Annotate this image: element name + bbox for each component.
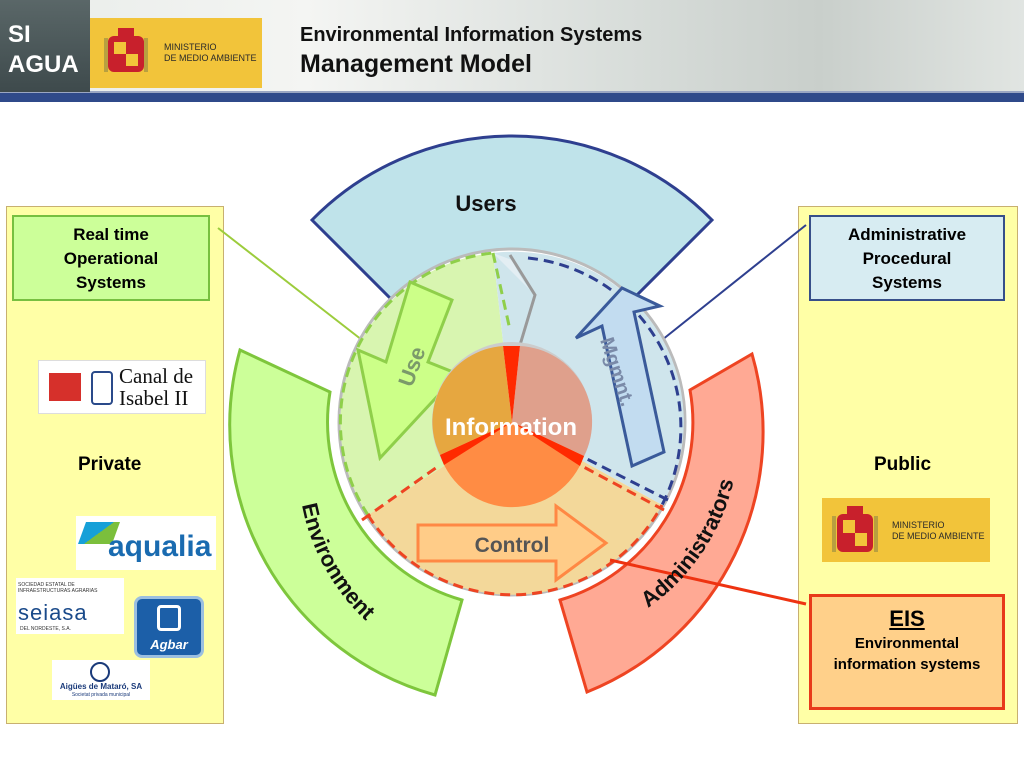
environment-label-path: Environment — [297, 501, 380, 626]
realtime-line-3: Systems — [76, 273, 146, 292]
administrative-systems-box: Administrative Procedural Systems — [809, 215, 1005, 301]
admin-line-2: Procedural — [862, 249, 952, 268]
ministry-line-1: MINISTERIO — [164, 42, 217, 52]
seiasa-small-text: SOCIEDAD ESTATAL DE INFRAESTRUCTURAS AGR… — [18, 582, 98, 594]
eis-desc-line-1: Environmental — [854, 635, 960, 652]
brand-line-2: AGUA — [8, 51, 79, 78]
cyii-crest-icon — [91, 371, 113, 405]
information-use-slice — [432, 346, 512, 455]
information-label: Information — [445, 414, 577, 441]
agbar-text: Agbar — [150, 637, 188, 652]
aqualia-text: aqualia — [108, 530, 212, 563]
use-segment — [340, 253, 512, 515]
control-arc-dashed — [366, 504, 664, 597]
gap-wedge — [493, 253, 530, 290]
administrators-label: Administrators — [636, 476, 739, 612]
ministry-logo-header: MINISTERIO DE MEDIO AMBIENTE — [90, 18, 262, 88]
information-mgmnt-slice — [512, 346, 593, 456]
siagua-logo: SI AGUA — [0, 0, 90, 92]
admin-line-1: Administrative — [847, 225, 967, 244]
environment-label: Environment — [297, 501, 380, 626]
eis-box: EIS Environmental information systems — [809, 594, 1005, 710]
coat-of-arms-icon — [104, 28, 148, 72]
header-divider-light — [0, 91, 1024, 94]
realtime-systems-box: Real time Operational Systems — [12, 215, 210, 301]
users-sector — [309, 134, 715, 303]
ministry-line-2: DE MEDIO AMBIENTE — [164, 53, 257, 63]
information-top-wedge — [503, 346, 520, 422]
mgmnt-boundary — [584, 456, 669, 502]
mataro-text: Aigües de Mataró, SA — [59, 682, 143, 691]
mgmnt-label: Mgmnt. — [595, 335, 638, 409]
ministry-logo-panel: MINISTERIO DE MEDIO AMBIENTE — [822, 498, 990, 562]
private-label: Private — [78, 454, 142, 475]
aqualia-logo: aqualia — [76, 516, 216, 570]
use-boundary — [491, 252, 512, 331]
control-segment — [368, 422, 662, 595]
coat-of-arms-icon — [832, 506, 878, 552]
madrid-flag-icon — [49, 373, 81, 401]
mgmnt-arc-dashed — [527, 256, 683, 506]
environment-sector — [228, 347, 464, 697]
information-right-wedge — [512, 422, 584, 466]
eis-desc-line-2: information systems — [833, 656, 981, 673]
admin-connector — [661, 224, 807, 341]
seiasa-text: seiasa — [18, 600, 88, 625]
eis-connector — [609, 558, 807, 606]
seiasa-subtext: DEL NORDESTE, S.A. — [20, 626, 71, 632]
page-subtitle: Management Model — [300, 50, 532, 78]
mataro-seal-icon — [90, 662, 110, 682]
ministry-panel-line-2: DE MEDIO AMBIENTE — [892, 531, 985, 541]
administrators-sector — [558, 351, 765, 695]
canal-line-1: Canal de — [119, 364, 194, 388]
ministry-panel-line-1: MINISTERIO — [892, 520, 945, 530]
public-label: Public — [874, 454, 932, 475]
seiasa-logo: SOCIEDAD ESTATAL DE INFRAESTRUCTURAS AGR… — [16, 578, 124, 634]
page-title: Environmental Information Systems — [300, 24, 643, 46]
realtime-line-2: Operational — [63, 249, 159, 268]
information-control-slice — [440, 422, 584, 508]
mataro-subtext: Societat privada municipal — [71, 692, 131, 698]
realtime-line-1: Real time — [73, 225, 149, 244]
control-boundary-left — [361, 463, 441, 522]
split-line — [508, 254, 537, 346]
aigues-mataro-logo: Aigües de Mataró, SA Societat privada mu… — [52, 660, 150, 700]
information-left-wedge — [440, 422, 512, 465]
information-circle-ring — [432, 342, 592, 502]
use-label: Use — [393, 343, 430, 389]
admin-line-3: Systems — [872, 273, 942, 292]
central-ring — [337, 247, 687, 597]
mgmnt-segment — [493, 251, 684, 505]
agbar-logo: Agbar — [134, 596, 204, 658]
use-arrow — [355, 279, 461, 462]
canal-isabel-logo: Canal de Isabel II — [38, 360, 206, 414]
header-divider — [0, 93, 1024, 102]
agbar-mark-icon — [157, 605, 181, 631]
canal-line-2: Isabel II — [119, 386, 189, 410]
administrators-label-path: Administrators — [636, 476, 739, 612]
control-arrow — [416, 503, 609, 583]
control-label: Control — [475, 534, 550, 557]
use-arc-dashed — [338, 251, 494, 516]
eis-title: EIS — [889, 606, 925, 631]
control-boundary-right — [579, 463, 665, 512]
brand-line-1: SI — [8, 21, 31, 48]
mgmnt-arrow — [574, 286, 666, 469]
realtime-connector — [217, 227, 363, 341]
users-label: Users — [455, 191, 516, 216]
